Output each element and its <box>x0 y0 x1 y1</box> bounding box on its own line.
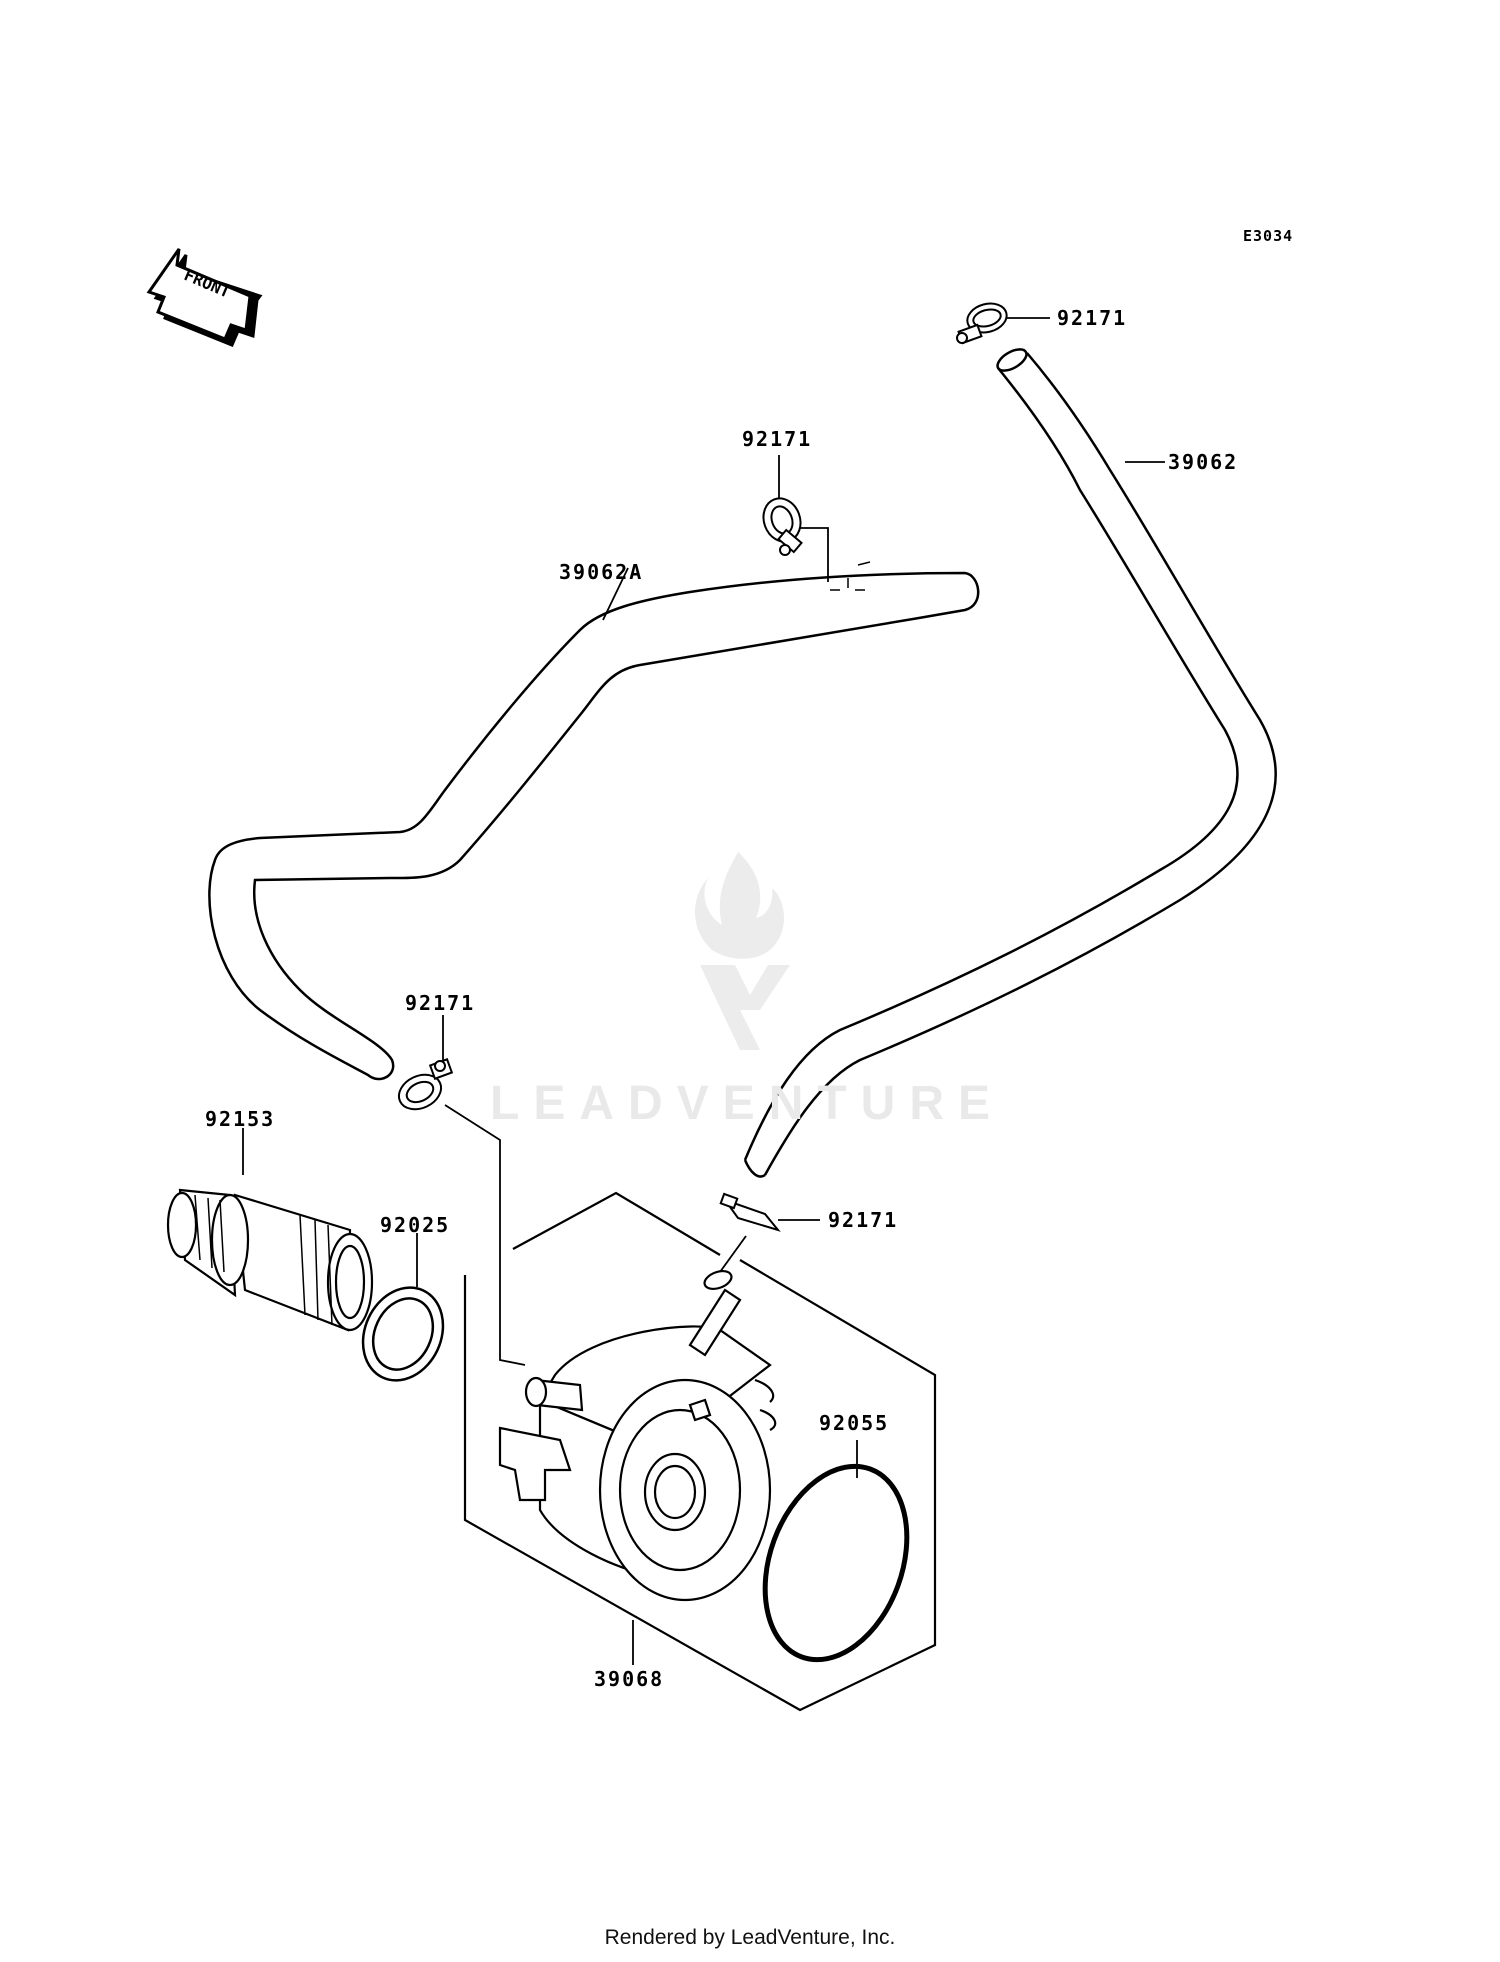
part-label-92171-lower-left[interactable]: 92171 <box>405 991 476 1015</box>
part-label-92055[interactable]: 92055 <box>819 1411 890 1435</box>
front-direction-arrow-icon: FRONT <box>146 248 263 347</box>
clamp-92171-top-middle <box>762 497 803 556</box>
washer-92025 <box>361 1286 445 1382</box>
part-label-92153[interactable]: 92153 <box>205 1107 276 1131</box>
hose-39062A <box>208 561 980 1081</box>
leadventure-flame-logo <box>694 852 790 1050</box>
o-ring-92055 <box>762 1463 910 1663</box>
hose-39062 <box>743 348 1277 1178</box>
oil-cooler-39068 <box>463 1191 937 1712</box>
fitting-92153 <box>166 1188 374 1332</box>
watermark-text: LEADVENTURE <box>490 1077 1005 1130</box>
footer-credit: Rendered by LeadVenture, Inc. <box>604 1926 896 1949</box>
part-label-39068[interactable]: 39068 <box>594 1667 665 1691</box>
part-label-92171-lower-right[interactable]: 92171 <box>828 1208 899 1232</box>
part-label-39062A[interactable]: 39062A <box>559 560 644 584</box>
part-label-39062[interactable]: 39062 <box>1168 450 1239 474</box>
clamp-92171-top-right <box>956 302 1008 345</box>
diagram-code: E3034 <box>1243 227 1294 245</box>
clamp-92171-lower-left <box>397 1058 454 1111</box>
part-label-92171-top-middle[interactable]: 92171 <box>742 427 813 451</box>
clamp-92171-lower-right <box>719 1192 781 1232</box>
part-label-92171-top-right[interactable]: 92171 <box>1057 306 1128 330</box>
part-label-92025[interactable]: 92025 <box>380 1213 451 1237</box>
